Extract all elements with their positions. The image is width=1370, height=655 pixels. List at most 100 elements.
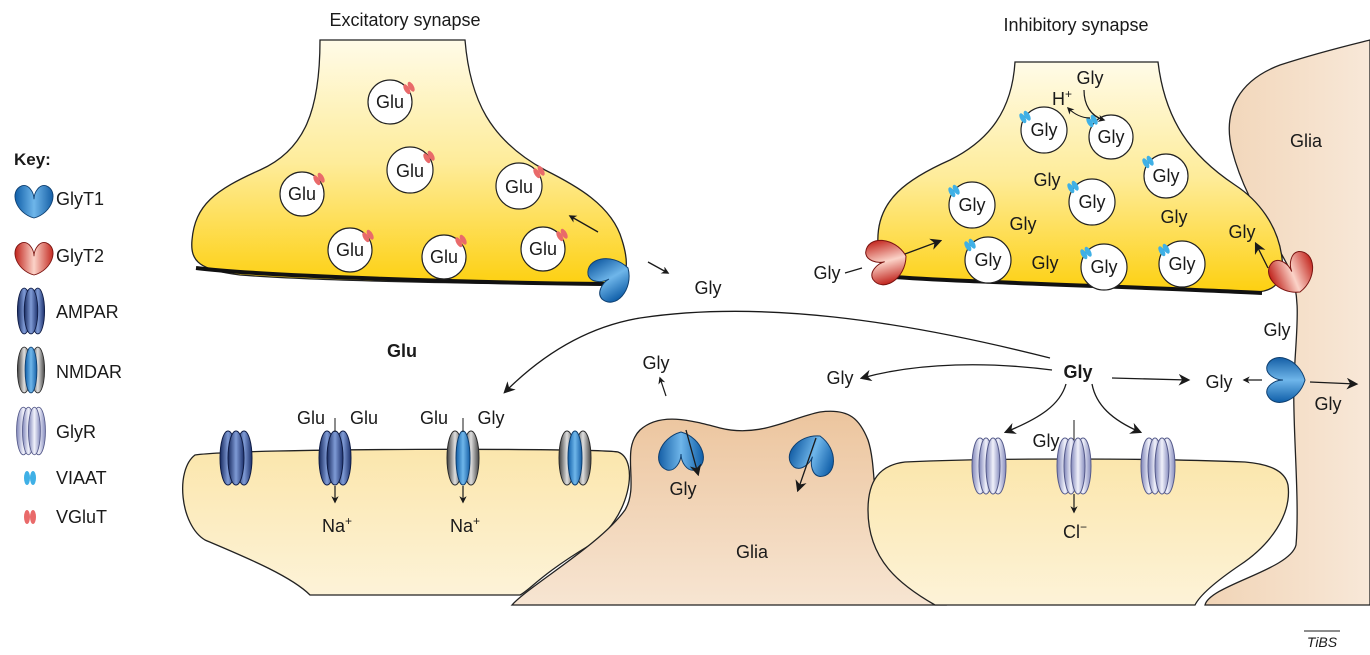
nmdar-ligand-gly: Gly <box>478 408 505 428</box>
nmdar-ligand-glu: Glu <box>420 408 448 428</box>
vesicle: Glu <box>386 146 437 194</box>
key-label-vglut: VGluT <box>56 507 107 527</box>
key-label-nmdar: NMDAR <box>56 362 122 382</box>
cytosolic-gly: Gly <box>1034 170 1061 190</box>
central-glia-left-bottom-gly: Gly <box>670 479 697 499</box>
vesicle-label: Glu <box>336 240 364 260</box>
gly-to-glyr-left-arrow <box>1003 383 1067 434</box>
glia-left-efflux-arrow <box>658 376 667 397</box>
viaat-loading-gly: Gly <box>1077 68 1104 88</box>
vesicle-label: Glu <box>430 247 458 267</box>
vesicle-label: Gly <box>1091 257 1118 277</box>
excitatory-vesicles: Glu Glu Glu Glu Glu Glu Glu <box>279 79 570 280</box>
nmdar-receptor <box>558 430 592 486</box>
vesicle: Gly <box>962 236 1012 284</box>
central-glia-label: Glia <box>736 542 769 562</box>
proton-label: H+ <box>1052 87 1072 109</box>
key-legend: Key: GlyT1 GlyT2 AMPAR NMDAR GlyR VIAAT … <box>14 150 122 527</box>
glyt2-glia-bottom-gly: Gly <box>1264 320 1291 340</box>
right-glia-label: Glia <box>1290 131 1323 151</box>
synaptic-cleft-gly: Gly <box>1063 362 1092 382</box>
glyt1-uptake-arrow <box>568 215 599 233</box>
ampar-receptor <box>219 430 253 486</box>
vesicle: Glu <box>520 226 570 272</box>
vesicle: Gly <box>1017 106 1068 154</box>
inhibitory-synapse-title: Inhibitory synapse <box>1003 15 1148 35</box>
vesicle-label: Glu <box>376 92 404 112</box>
ampar-receptor <box>318 430 352 486</box>
cytosolic-gly: Gly <box>1161 207 1188 227</box>
glyr-icon <box>16 406 46 456</box>
chloride-label: Cl− <box>1063 520 1087 542</box>
vesicle: Glu <box>367 79 417 125</box>
vesicle-label: Gly <box>975 250 1002 270</box>
cytosolic-gly: Gly <box>1032 253 1059 273</box>
key-label-glyt2: GlyT2 <box>56 246 104 266</box>
glyt2-glia-top-gly: Gly <box>1229 222 1256 242</box>
vesicle-label: Gly <box>1169 254 1196 274</box>
nmdar-sodium: Na+ <box>450 514 480 536</box>
vglut-icon <box>24 510 36 524</box>
vesicle-label: Glu <box>288 184 316 204</box>
glyr-ligand-gly: Gly <box>1033 431 1060 451</box>
vesicle: Gly <box>1078 243 1128 291</box>
central-glia-left-top-gly: Gly <box>643 353 670 373</box>
ampar-icon <box>16 287 46 335</box>
nmdar-receptor <box>446 430 480 486</box>
vesicle-label: Gly <box>1153 166 1180 186</box>
inhibitory-presynaptic-bouton <box>877 61 1284 293</box>
vesicle: Gly <box>1065 178 1116 226</box>
glu-cleft-label: Glu <box>387 341 417 361</box>
vesicle: Gly <box>1156 240 1206 288</box>
vesicle-label: Gly <box>959 195 986 215</box>
vesicle: Glu <box>279 171 327 217</box>
vesicle: Glu <box>495 162 547 210</box>
glyt2-icon <box>14 242 54 276</box>
glyt2-input-line <box>844 267 863 274</box>
viaat-icon <box>24 471 36 485</box>
excitatory-active-zone <box>195 266 606 286</box>
key-label-viaat: VIAAT <box>56 468 107 488</box>
proton-efflux-arrow <box>1066 106 1091 119</box>
right-glyt1-uptake-arrow <box>1309 377 1359 390</box>
vesicle: Glu <box>327 227 376 273</box>
vesicle-label: Glu <box>529 239 557 259</box>
vesicle-label: Gly <box>1079 192 1106 212</box>
vesicle-label: Gly <box>1098 127 1125 147</box>
gly-loading-arrow <box>1083 89 1106 122</box>
glyr-receptor <box>971 437 1007 495</box>
glyt1-output-gly: Gly <box>695 278 722 298</box>
inhibitory-vesicles: Gly Gly Gly Gly Gly Gly Gly Gly <box>946 106 1206 291</box>
vesicle-label: Glu <box>396 161 424 181</box>
vesicle-label: Glu <box>505 177 533 197</box>
glyt2-glia-uptake-arrow <box>1254 241 1269 269</box>
key-label-ampar: AMPAR <box>56 302 119 322</box>
vesicle: Glu <box>421 233 469 280</box>
ampar-ligand-glu: Glu <box>297 408 325 428</box>
glia-right-uptake-arrow <box>795 437 817 493</box>
glyt2-uptake-arrow <box>904 238 943 255</box>
key-label-glyr: GlyR <box>56 422 96 442</box>
nmdar-icon <box>16 346 46 394</box>
vesicle: Gly <box>1084 113 1134 160</box>
key-label-glyt1: GlyT1 <box>56 189 104 209</box>
excitatory-synapse-title: Excitatory synapse <box>329 10 480 30</box>
glia-uptake-gly: Gly <box>827 368 854 388</box>
journal-credit: TiBS <box>1307 634 1338 650</box>
gly-to-glyt1-arrow <box>1111 373 1191 386</box>
glia-left-uptake-arrow <box>685 429 702 477</box>
glyt2-input-gly: Gly <box>814 263 841 283</box>
ampar-ligand-glu: Glu <box>350 408 378 428</box>
glyt1-icon <box>14 185 54 219</box>
vesicle: Gly <box>946 181 996 229</box>
ampar-sodium: Na+ <box>322 514 352 536</box>
right-glyt1-left-gly: Gly <box>1206 372 1233 392</box>
gly-to-glyr-right-arrow <box>1091 383 1143 434</box>
gly-to-glia-arrow <box>859 364 1053 382</box>
glyt1-efflux-arrow <box>647 261 670 274</box>
glyr-receptor <box>1140 437 1176 495</box>
glyr-receptor <box>1056 437 1092 495</box>
inhibitory-active-zone <box>881 274 1263 295</box>
gly-to-nmdar-arrow <box>503 310 1051 394</box>
